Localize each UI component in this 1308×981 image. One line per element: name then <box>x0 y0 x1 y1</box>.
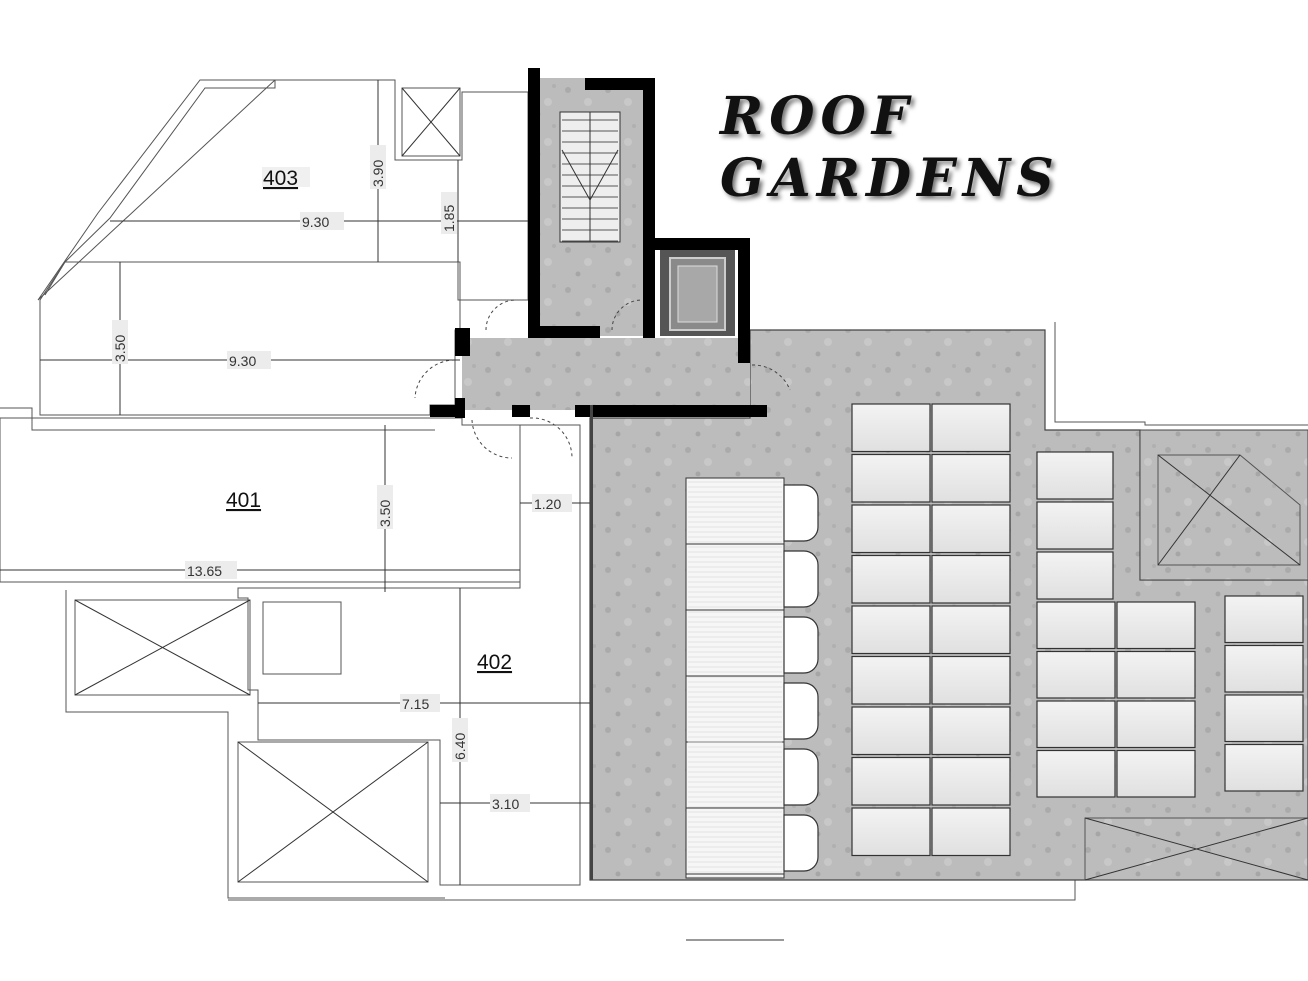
unit-403-label: 403 <box>263 167 298 190</box>
dim-mid-width: 9.30 <box>229 353 256 369</box>
planter-tile <box>851 403 931 453</box>
dim-mid-height: 3.50 <box>112 335 128 362</box>
dim-401-width: 13.65 <box>187 563 222 579</box>
planter-tile <box>1036 700 1116 749</box>
planter-tile <box>931 807 1011 857</box>
unit-401-label: 401 <box>226 489 261 512</box>
title-gardens: GARDENS <box>720 148 1060 209</box>
planter-tile <box>931 504 1011 554</box>
planter-tile <box>931 403 1011 453</box>
planter-tile <box>1036 451 1114 500</box>
planter-tile <box>931 453 1011 503</box>
middle-unit-area <box>39 261 461 416</box>
lounge-chair <box>783 550 819 608</box>
planter-tile <box>1224 743 1304 792</box>
unit-402-area <box>65 424 581 899</box>
stair-core <box>462 78 750 410</box>
planter-tile <box>931 554 1011 604</box>
title-roof: ROOF <box>720 86 915 147</box>
planter-tile <box>1036 650 1116 699</box>
planter-tiles <box>851 403 1304 857</box>
lounge-chair <box>783 484 819 542</box>
planter-tile <box>931 655 1011 705</box>
dim-402-small: 3.10 <box>492 796 519 812</box>
planter-tile <box>851 706 931 756</box>
planter-tile <box>1036 551 1114 600</box>
unit-403-area <box>37 79 529 301</box>
dimension-lines <box>0 80 590 885</box>
unit-402-label: 402 <box>477 651 512 674</box>
dim-403-width: 9.30 <box>302 214 329 230</box>
structural-walls <box>430 68 767 880</box>
planter-tile <box>1036 501 1114 550</box>
dim-403-side: 1.85 <box>441 205 457 232</box>
planter-tile <box>1224 595 1304 644</box>
dim-401-height: 3.50 <box>377 500 393 527</box>
dim-402-height: 6.40 <box>452 733 468 760</box>
planter-tile <box>1116 700 1196 749</box>
planter-tile <box>1224 644 1304 693</box>
lounge-chair <box>783 748 819 806</box>
planter-tile <box>931 756 1011 806</box>
planter-tile <box>1116 650 1196 699</box>
lounge-deck <box>685 477 819 941</box>
planter-tile <box>931 706 1011 756</box>
dim-403-height: 3.90 <box>370 160 386 187</box>
planter-tile <box>851 453 931 503</box>
planter-tile <box>1116 749 1196 798</box>
door-swings <box>414 299 791 459</box>
dim-402-width: 7.15 <box>402 696 429 712</box>
planter-tile <box>851 605 931 655</box>
planter-tile <box>931 605 1011 655</box>
planter-tile <box>851 756 931 806</box>
planter-tile <box>1116 601 1196 650</box>
lounge-chair <box>783 682 819 740</box>
planter-tile <box>851 807 931 857</box>
planter-tile <box>851 655 931 705</box>
planter-tile <box>851 504 931 554</box>
planter-tile <box>1036 601 1116 650</box>
dim-gap: 1.20 <box>534 496 561 512</box>
lounge-chair <box>783 616 819 674</box>
lounge-chair <box>783 814 819 872</box>
planter-tile <box>1036 749 1116 798</box>
planter-tile <box>851 554 931 604</box>
planter-tile <box>1224 694 1304 743</box>
